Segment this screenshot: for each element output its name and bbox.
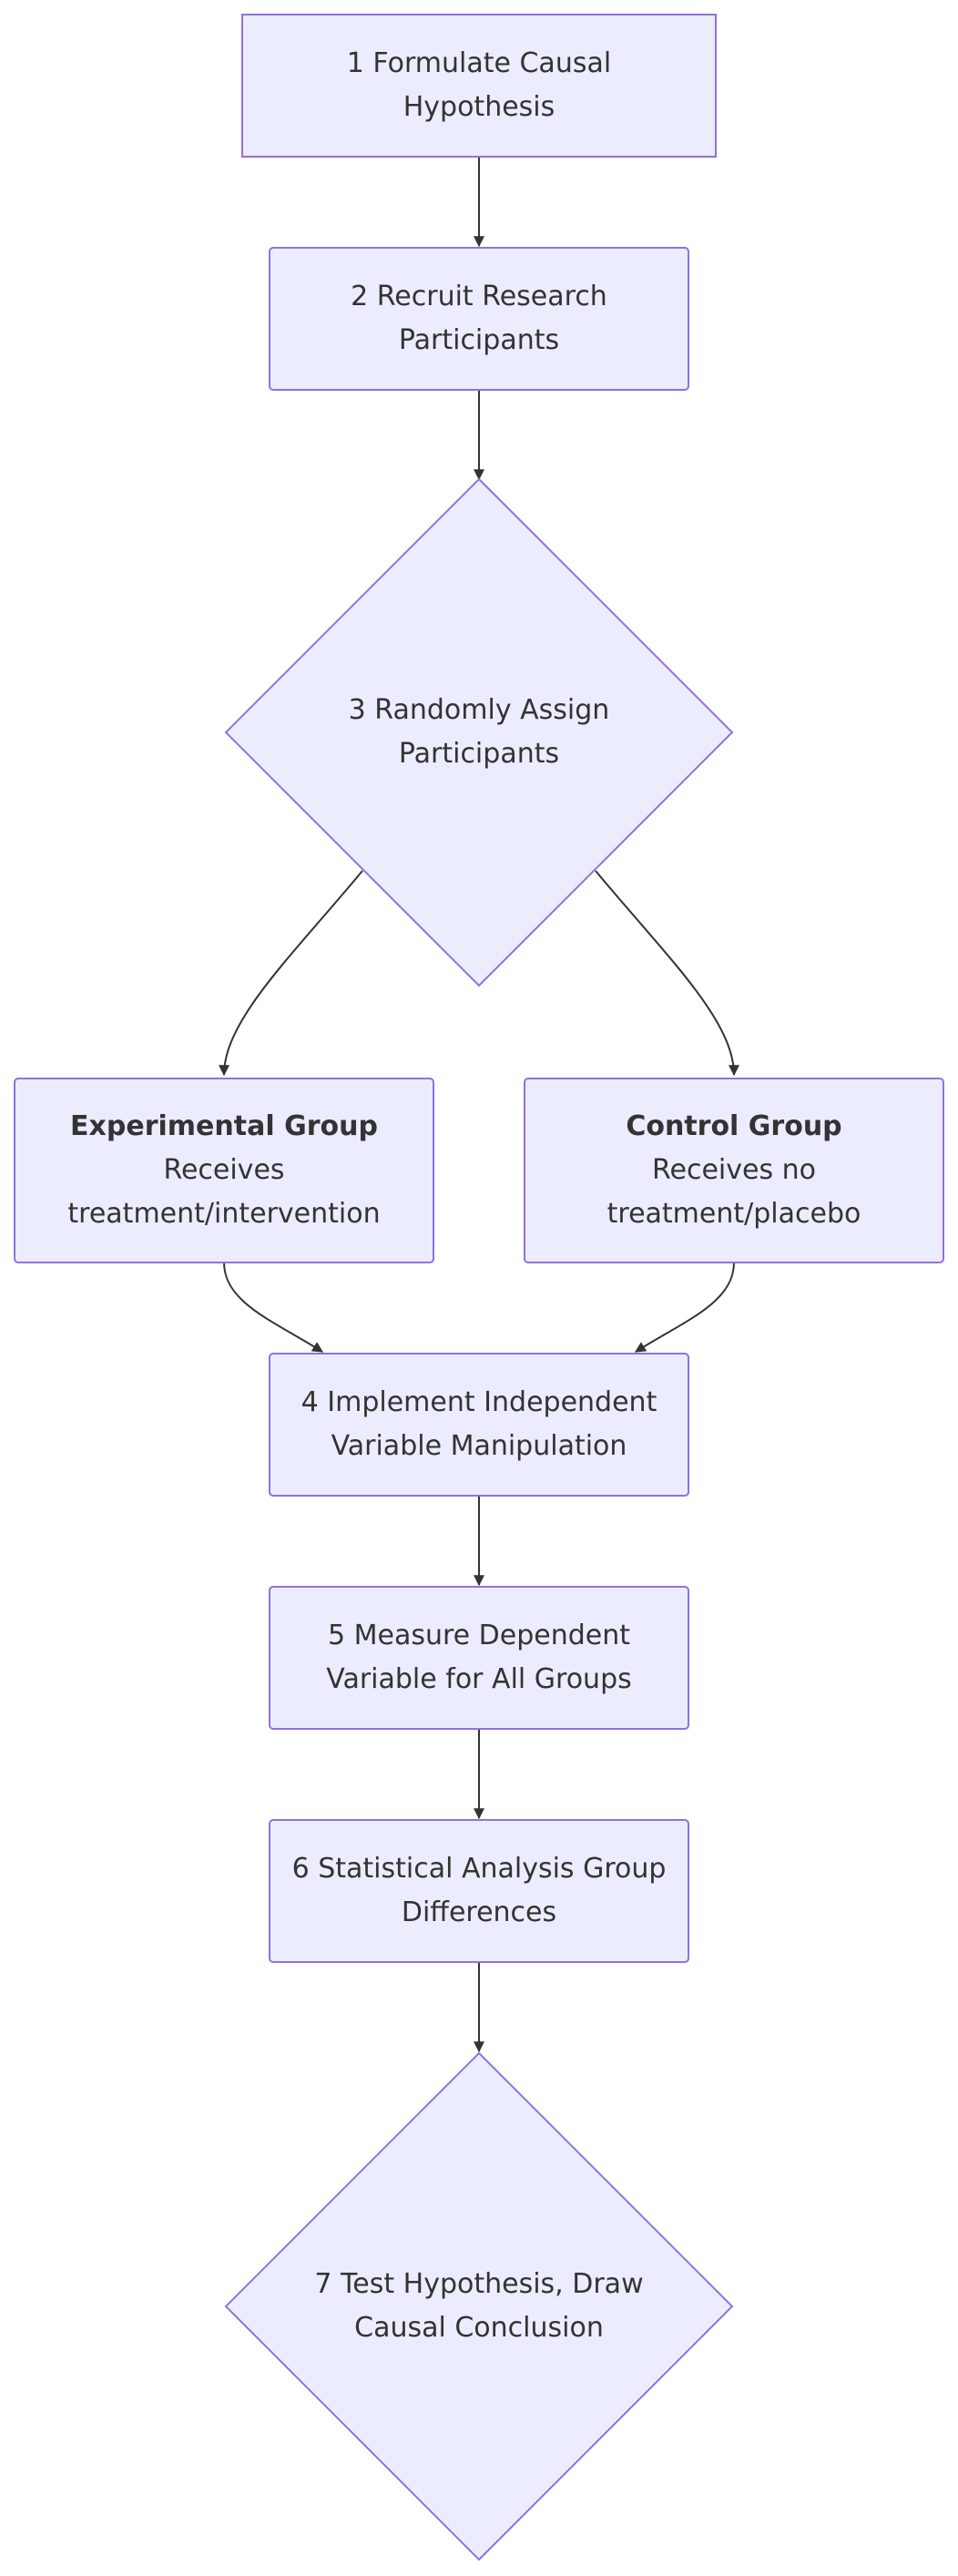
step6-label-line1: 6 Statistical Analysis Group — [291, 1853, 667, 1885]
step5-label: 5 Measure Dependent Variable for All Gro… — [326, 1614, 631, 1702]
step5-node-box[interactable] — [269, 1586, 689, 1730]
step4-label: 4 Implement Independent Variable Manipul… — [301, 1381, 657, 1468]
control-group-label: Control Group Receives no treatment/plac… — [607, 1105, 861, 1236]
step1-node-box[interactable] — [241, 14, 717, 158]
edge-step3-to-control — [595, 870, 739, 1077]
control-group-line1: Receives no — [652, 1154, 816, 1186]
step1-label: 1 Formulate Causal Hypothesis — [347, 42, 611, 129]
experimental-group-line2: treatment/intervention — [67, 1198, 381, 1230]
edge-experimental-to-step4 — [223, 1262, 324, 1353]
control-group-title: Control Group — [626, 1110, 842, 1142]
experimental-group-node-box[interactable] — [14, 1078, 434, 1263]
step3-label: 3 Randomly Assign Participants — [349, 689, 610, 776]
step2-label-line2: Participants — [398, 324, 560, 356]
control-group-node-box[interactable] — [524, 1078, 944, 1263]
step5-label-line1: 5 Measure Dependent — [327, 1620, 631, 1651]
step6-node-box[interactable] — [269, 1819, 689, 1963]
control-group-line2: treatment/placebo — [606, 1198, 861, 1230]
edge-control-to-step4 — [634, 1262, 735, 1353]
step2-label: 2 Recruit Research Participants — [351, 275, 607, 363]
step7-decision-diamond[interactable] — [224, 2051, 734, 2561]
step3-label-line2: Participants — [398, 738, 560, 770]
step3-label-line1: 3 Randomly Assign — [348, 694, 610, 726]
step5-label-line2: Variable for All Groups — [326, 1663, 632, 1695]
edge-step3-to-experimental — [219, 870, 363, 1077]
experimental-group-title: Experimental Group — [70, 1110, 378, 1142]
step2-node-box[interactable] — [269, 247, 689, 391]
step6-label: 6 Statistical Analysis Group Differences — [292, 1847, 667, 1935]
experimental-group-line1: Receives — [163, 1154, 285, 1186]
step1-label-line1: 1 Formulate Causal — [346, 47, 612, 79]
step7-label-line1: 7 Test Hypothesis, Draw — [314, 2268, 644, 2300]
step1-label-line2: Hypothesis — [403, 91, 555, 123]
experimental-group-label: Experimental Group Receives treatment/in… — [67, 1105, 380, 1236]
step4-label-line1: 4 Implement Independent — [301, 1386, 657, 1418]
step4-node-box[interactable] — [269, 1353, 689, 1497]
step4-label-line2: Variable Manipulation — [331, 1430, 627, 1462]
step6-label-line2: Differences — [401, 1896, 557, 1928]
step3-decision-diamond[interactable] — [224, 477, 734, 987]
step7-label-line2: Causal Conclusion — [354, 2312, 604, 2344]
step2-label-line1: 2 Recruit Research — [351, 281, 607, 312]
step7-label: 7 Test Hypothesis, Draw Causal Conclusio… — [314, 2263, 643, 2350]
